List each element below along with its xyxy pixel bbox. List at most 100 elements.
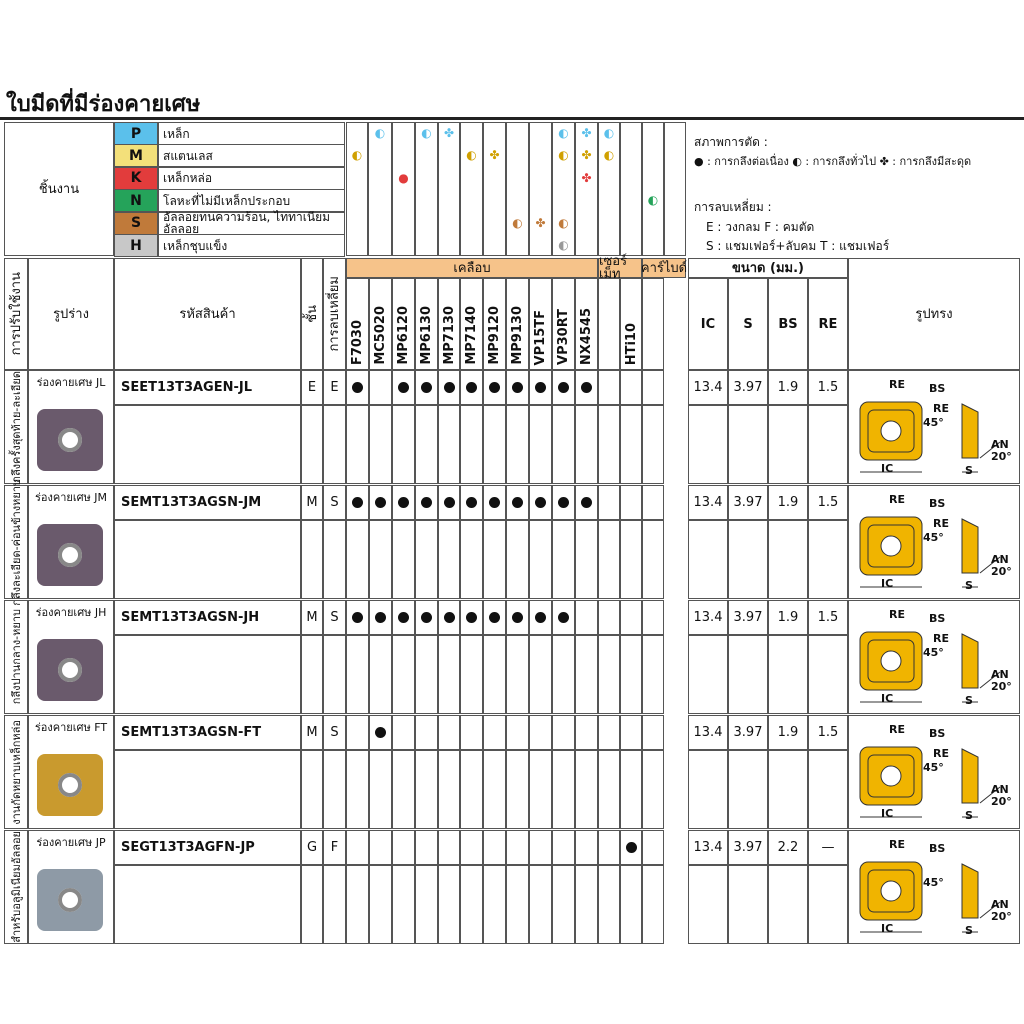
cutting-symbol: ✤ bbox=[489, 148, 500, 163]
material-code-K: K bbox=[114, 166, 158, 190]
grade-cell bbox=[460, 485, 483, 520]
grade-cell bbox=[620, 830, 642, 865]
dim-space bbox=[728, 520, 768, 599]
grade-space bbox=[346, 750, 369, 829]
honing-cell: S bbox=[323, 715, 346, 750]
dim-space bbox=[768, 520, 808, 599]
shape-cell: ร่องคายเศษ JL bbox=[28, 370, 114, 484]
dim-header-IC: IC bbox=[688, 278, 728, 370]
grade-space bbox=[552, 865, 575, 944]
header-honing-label: การลบเหลี่ยม bbox=[327, 276, 342, 352]
dim-re: 1.5 bbox=[808, 485, 848, 520]
edge-prep-line2: S : แชมเฟอร์+ลับคม T : แชมเฟอร์ bbox=[706, 239, 890, 253]
grade-cell bbox=[598, 485, 620, 520]
grade-space bbox=[529, 865, 552, 944]
grade-cell bbox=[483, 715, 506, 750]
product-code-space bbox=[114, 520, 301, 599]
grade-space bbox=[598, 635, 620, 714]
grade-cell bbox=[506, 370, 529, 405]
dim-ic: 13.4 bbox=[688, 485, 728, 520]
availability-dot bbox=[558, 497, 569, 508]
grade-cell bbox=[483, 485, 506, 520]
header-application-label: การปรับใช้งาน bbox=[8, 272, 24, 356]
grade-cell bbox=[369, 485, 392, 520]
cutting-symbol: ✤ bbox=[581, 170, 592, 185]
material-grid-col-13 bbox=[642, 122, 664, 256]
material-code-N: N bbox=[114, 189, 158, 213]
grade-space bbox=[620, 520, 642, 599]
geometry-label-ic: IC bbox=[881, 462, 894, 475]
cutting-symbol: ◐ bbox=[374, 126, 386, 140]
dim-space bbox=[808, 865, 848, 944]
dim-space bbox=[688, 405, 728, 484]
shape-cell: ร่องคายเศษ JM bbox=[28, 485, 114, 599]
geometry-label-re: RE bbox=[889, 608, 905, 621]
header-honing: การลบเหลี่ยม bbox=[323, 258, 346, 370]
application-label: กลึงปานกลาง-หยาบ bbox=[9, 609, 23, 705]
honing-space bbox=[323, 405, 346, 484]
grade-space bbox=[575, 635, 598, 714]
dim-s: 3.97 bbox=[728, 600, 768, 635]
cutting-symbol: ✤ bbox=[443, 126, 455, 140]
chipbreaker-label: ร่องคายเศษ JM bbox=[34, 491, 108, 504]
grade-cell bbox=[346, 600, 369, 635]
dim-space bbox=[728, 405, 768, 484]
cutting-symbol: ◐ bbox=[558, 215, 569, 230]
insert-hole bbox=[58, 888, 82, 912]
geometry-label-bs: BS bbox=[929, 612, 946, 625]
material-grid-col-5 bbox=[460, 122, 483, 256]
grade-space bbox=[438, 750, 460, 829]
honing-cell: E bbox=[323, 370, 346, 405]
insert-geometry-drawing bbox=[859, 746, 1001, 818]
grade-cell bbox=[392, 830, 415, 865]
product-code-space bbox=[114, 865, 301, 944]
grade-cell bbox=[415, 485, 438, 520]
grade-cell bbox=[483, 830, 506, 865]
honing-cell: F bbox=[323, 830, 346, 865]
geometry-label-bs: BS bbox=[929, 382, 946, 395]
geometry-label-s: S bbox=[965, 809, 973, 822]
grade-header-9: VP30RT bbox=[552, 278, 575, 370]
availability-dot bbox=[466, 382, 477, 393]
availability-dot bbox=[581, 382, 592, 393]
grade-cell bbox=[620, 370, 642, 405]
geometry-label-ic: IC bbox=[881, 807, 894, 820]
header-class: ชั้น bbox=[301, 258, 323, 370]
grade-space bbox=[483, 635, 506, 714]
grade-header-13 bbox=[642, 278, 664, 370]
grade-cell bbox=[415, 830, 438, 865]
grade-space bbox=[620, 750, 642, 829]
grade-cell bbox=[620, 485, 642, 520]
dim-bs: 2.2 bbox=[768, 830, 808, 865]
geometry-label-an_angle: 20° bbox=[991, 450, 1012, 463]
grade-cell bbox=[438, 830, 460, 865]
header-coated: เคลือบ bbox=[346, 258, 598, 278]
grade-label: VP30RT bbox=[556, 309, 571, 365]
class-space bbox=[301, 865, 323, 944]
grade-cell bbox=[529, 830, 552, 865]
geometry-label-ic: IC bbox=[881, 692, 894, 705]
material-code-S: S bbox=[114, 211, 158, 235]
grade-space bbox=[392, 635, 415, 714]
grade-cell bbox=[438, 485, 460, 520]
grade-space bbox=[642, 635, 664, 714]
geometry-label-bs: BS bbox=[929, 842, 946, 855]
cutting-symbol: ◐ bbox=[421, 126, 432, 140]
geometry-label-an: AN bbox=[991, 898, 1009, 911]
honing-space bbox=[323, 750, 346, 829]
dim-space bbox=[688, 750, 728, 829]
availability-dot bbox=[375, 497, 386, 508]
geometry-label-angle: 45° bbox=[923, 876, 944, 889]
grade-cell bbox=[552, 600, 575, 635]
cutting-condition-title: สภาพการตัด : bbox=[694, 135, 768, 149]
grade-cell bbox=[575, 715, 598, 750]
material-grid-col-11 bbox=[598, 122, 620, 256]
availability-dot bbox=[421, 612, 432, 623]
dim-header-BS: BS bbox=[768, 278, 808, 370]
grade-header-2: MP6120 bbox=[392, 278, 415, 370]
geometry-label-re: RE bbox=[933, 402, 949, 415]
grade-cell bbox=[529, 485, 552, 520]
product-code-space bbox=[114, 750, 301, 829]
